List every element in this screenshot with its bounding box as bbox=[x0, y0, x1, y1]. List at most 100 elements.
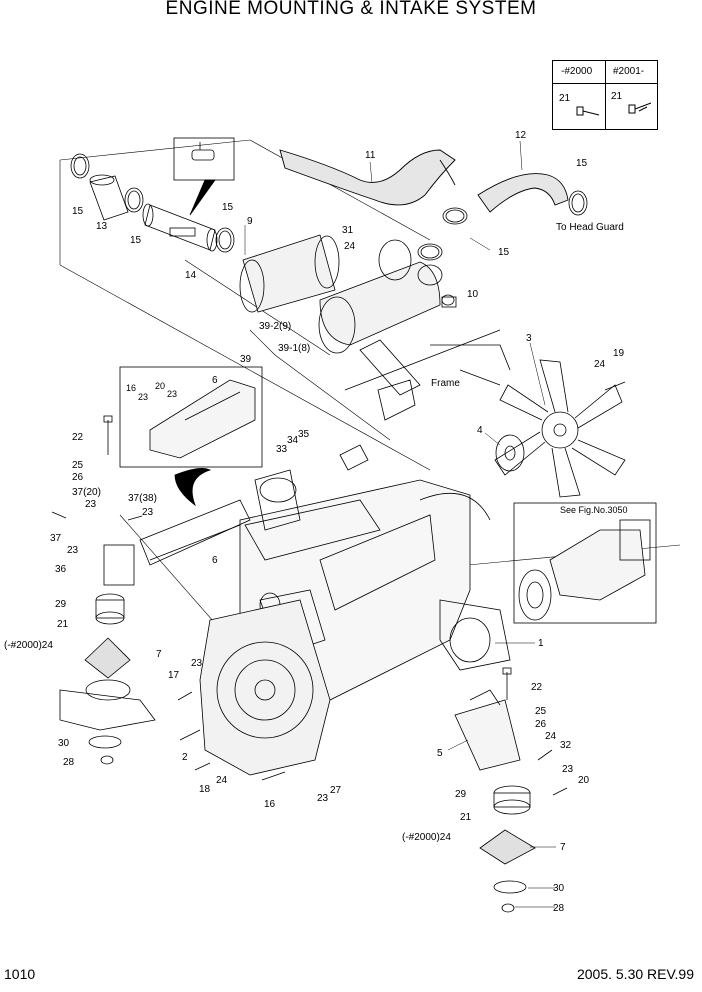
callout-16: 16 bbox=[264, 799, 276, 810]
callout-14: 14 bbox=[185, 270, 197, 281]
callout-21: 21 bbox=[57, 619, 69, 630]
callout-37-20: 37(20) bbox=[72, 487, 101, 498]
callout-17: 17 bbox=[168, 670, 180, 681]
table-part-right: 21 bbox=[611, 91, 623, 102]
callout-39-1: 39-1(8) bbox=[278, 343, 310, 354]
callout-29: 29 bbox=[55, 599, 67, 610]
leader-lines bbox=[244, 140, 556, 908]
callout-23: 23 bbox=[317, 793, 329, 804]
callout-15: 15 bbox=[222, 202, 234, 213]
callout-minus2000-24: (-#2000)24 bbox=[4, 640, 53, 651]
callout-15: 15 bbox=[576, 158, 588, 169]
page-number: 1010 bbox=[4, 966, 36, 982]
callout-30: 30 bbox=[553, 883, 565, 894]
bolt-group bbox=[51, 381, 626, 796]
table-header-col1: -#2000 bbox=[561, 66, 593, 77]
callout-33: 33 bbox=[276, 444, 288, 455]
callout-7: 7 bbox=[560, 842, 566, 853]
callout-16: 16 bbox=[126, 383, 136, 393]
callout-10: 10 bbox=[467, 289, 479, 300]
revision-date: 2005. 5.30 REV.99 bbox=[576, 966, 694, 982]
left-bracket-6 bbox=[139, 499, 251, 566]
callout-2: 2 bbox=[182, 752, 188, 763]
callout-28: 28 bbox=[553, 903, 565, 914]
callout-13: 13 bbox=[96, 221, 108, 232]
note-to-head-guard: To Head Guard bbox=[556, 222, 624, 233]
hose-11 bbox=[279, 149, 456, 206]
variant-table: -#2000 #2001- 21 21 bbox=[552, 60, 658, 130]
stud-bolt-icon bbox=[628, 102, 652, 114]
hose-12 bbox=[477, 173, 569, 213]
callout-arrow-shape bbox=[174, 467, 212, 507]
callout-32: 32 bbox=[560, 740, 572, 751]
callout-26: 26 bbox=[72, 472, 84, 483]
callout-11: 11 bbox=[365, 150, 376, 161]
callout-24: 24 bbox=[594, 359, 606, 370]
callout-22: 22 bbox=[531, 682, 543, 693]
pipe-detail-inset bbox=[173, 137, 235, 216]
callout-23: 23 bbox=[142, 507, 154, 518]
cap-10 bbox=[441, 294, 457, 308]
callout-23: 23 bbox=[167, 389, 177, 399]
callout-labels: 11 12 15 15 13 15 15 14 9 31 24 15 15 10… bbox=[4, 130, 628, 914]
table-divider-vertical bbox=[605, 61, 606, 129]
callout-37: 37 bbox=[50, 533, 62, 544]
callout-29: 29 bbox=[455, 789, 467, 800]
callout-4: 4 bbox=[477, 425, 483, 436]
callout-30: 30 bbox=[58, 738, 70, 749]
callout-20: 20 bbox=[578, 775, 590, 786]
callout-15: 15 bbox=[130, 235, 142, 246]
intake-pipe-14 bbox=[142, 203, 218, 252]
callout-23: 23 bbox=[85, 499, 97, 510]
callout-6: 6 bbox=[212, 555, 218, 566]
table-header-col2: #2001- bbox=[613, 66, 645, 77]
callout-23: 23 bbox=[191, 658, 203, 669]
callout-23: 23 bbox=[67, 545, 79, 556]
callout-15: 15 bbox=[72, 206, 84, 217]
callout-22: 22 bbox=[72, 432, 84, 443]
hose-13 bbox=[89, 174, 129, 221]
frame-lines bbox=[430, 344, 511, 386]
hydraulic-pump-inset bbox=[513, 502, 657, 624]
callout-24: 24 bbox=[344, 241, 356, 252]
callout-9: 9 bbox=[247, 216, 253, 227]
bracket-inset-box bbox=[119, 366, 263, 468]
note-see-fig: See Fig.No.3050 bbox=[560, 505, 628, 515]
callout-6: 6 bbox=[212, 375, 218, 386]
callout-26: 26 bbox=[535, 719, 547, 730]
callout-21: 21 bbox=[460, 812, 472, 823]
callout-31: 31 bbox=[342, 225, 354, 236]
right-mount-assembly bbox=[454, 689, 536, 913]
callout-5: 5 bbox=[437, 748, 443, 759]
callout-15: 15 bbox=[498, 247, 510, 258]
callout-24: 24 bbox=[216, 775, 228, 786]
bolt-icon bbox=[576, 106, 600, 116]
callout-7: 7 bbox=[156, 649, 162, 660]
callout-28: 28 bbox=[63, 757, 75, 768]
air-filter-element-9 bbox=[239, 234, 340, 313]
callout-39-2: 39-2(9) bbox=[259, 321, 291, 332]
callout-25: 25 bbox=[535, 706, 547, 717]
table-part-left: 21 bbox=[559, 93, 571, 104]
flywheel-housing bbox=[199, 599, 331, 776]
callout-24: 24 bbox=[545, 731, 557, 742]
callout-23: 23 bbox=[562, 764, 574, 775]
callout-20: 20 bbox=[155, 381, 165, 391]
callout-37-38: 37(38) bbox=[128, 493, 157, 504]
callout-18: 18 bbox=[199, 784, 211, 795]
note-frame: Frame bbox=[431, 378, 460, 389]
callout-34: 34 bbox=[287, 435, 299, 446]
air-cleaner-housing bbox=[318, 239, 501, 421]
callout-1: 1 bbox=[538, 638, 544, 649]
hose-clamp-group bbox=[70, 153, 588, 261]
callout-27: 27 bbox=[330, 785, 342, 796]
callout-23: 23 bbox=[138, 392, 148, 402]
cooling-fan-3 bbox=[494, 359, 626, 498]
table-divider-horizontal bbox=[553, 83, 657, 84]
callout-35: 35 bbox=[298, 429, 310, 440]
callout-minus2000-24: (-#2000)24 bbox=[402, 832, 451, 843]
page-title: ENGINE MOUNTING & INTAKE SYSTEM bbox=[165, 0, 537, 19]
callout-39: 39 bbox=[240, 354, 252, 365]
left-mount-assembly bbox=[59, 544, 156, 765]
